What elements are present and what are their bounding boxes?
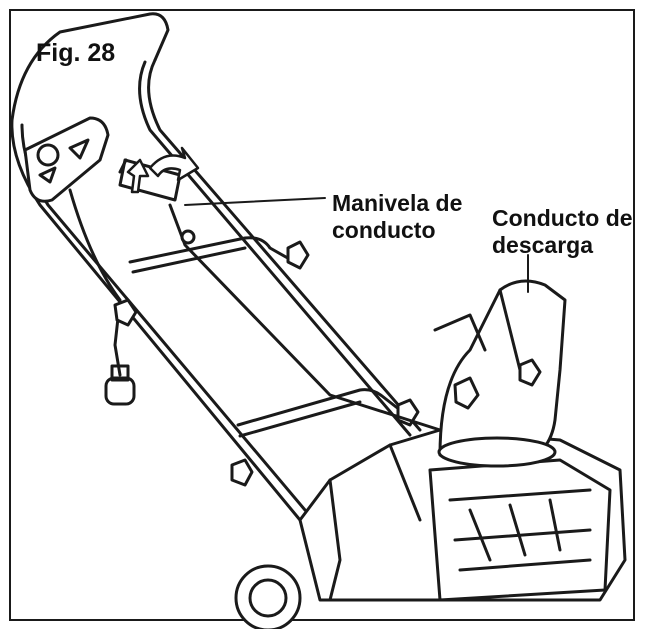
callout-chute-line2: descarga xyxy=(492,232,594,258)
callout-crank-line1: Manivela de xyxy=(332,190,463,216)
knob-upper-left xyxy=(113,298,138,327)
chute-crank-rod xyxy=(168,203,442,432)
handle-outer-bar xyxy=(10,12,170,122)
power-cord xyxy=(68,188,122,377)
callout-crank: Manivela de conducto xyxy=(332,190,462,244)
lower-crossbar xyxy=(236,388,402,427)
knob-upper-right xyxy=(286,240,310,270)
rotation-arrow-icon xyxy=(126,146,200,194)
chute-knob-right xyxy=(518,358,542,387)
plug-icon xyxy=(104,376,136,406)
callout-chute: Conducto de descarga xyxy=(492,205,633,259)
knob-lower-left xyxy=(230,458,254,487)
chute-knob-left xyxy=(453,376,480,410)
switch-box xyxy=(23,116,110,203)
wheel xyxy=(234,564,302,629)
crank-leader-line xyxy=(184,197,326,206)
handle-right-rail xyxy=(147,58,422,432)
discharge-chute xyxy=(438,279,567,466)
callout-crank-line2: conducto xyxy=(332,217,436,243)
callout-chute-line1: Conducto de xyxy=(492,205,633,231)
upper-crossbar xyxy=(128,236,302,267)
figure-title: Fig. 28 xyxy=(36,39,116,67)
handle-left-rail xyxy=(10,118,302,522)
